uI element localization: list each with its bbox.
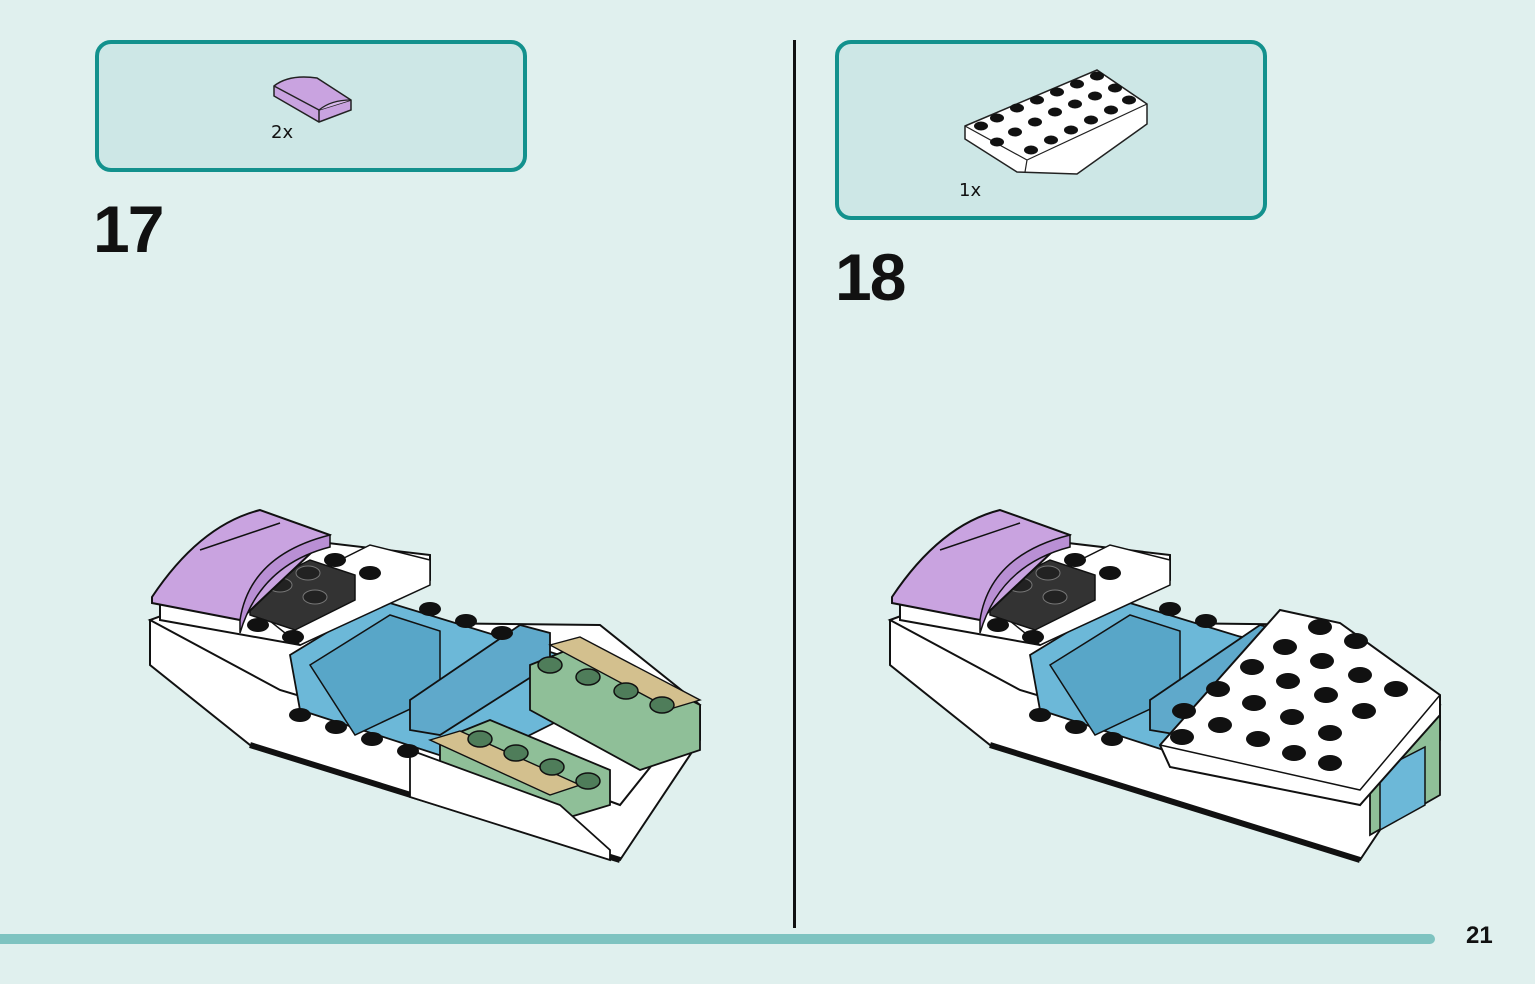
parts-callout-step-18: 1x bbox=[835, 40, 1267, 220]
step-divider bbox=[793, 40, 796, 928]
boat-model-step-17-illustration bbox=[147, 508, 702, 863]
parts-callout-step-17: 2x bbox=[95, 40, 527, 172]
lavender-curved-slope-icon bbox=[273, 76, 352, 123]
step-number: 18 bbox=[835, 240, 906, 314]
progress-bar bbox=[0, 934, 1435, 944]
part-quantity: 2x bbox=[271, 122, 294, 143]
white-wedge-plate-icon bbox=[964, 69, 1148, 175]
part-quantity: 1x bbox=[959, 180, 982, 201]
boat-model-step-18-illustration bbox=[887, 508, 1442, 863]
step-number: 17 bbox=[93, 192, 164, 266]
page-number: 21 bbox=[1466, 922, 1493, 949]
